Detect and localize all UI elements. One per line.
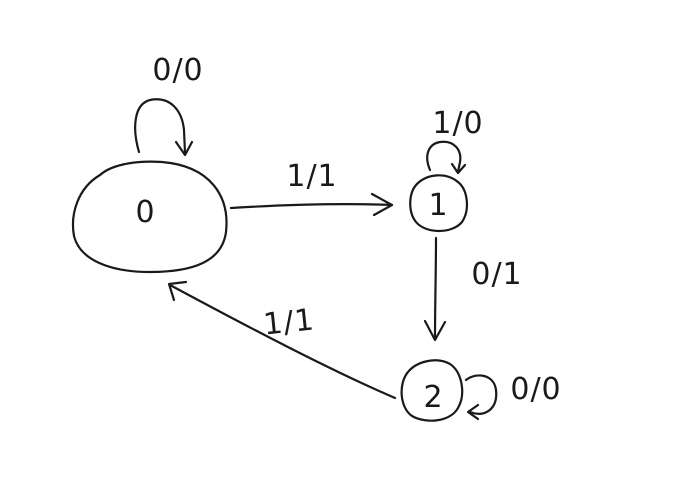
arrow-0-to-1 <box>229 203 394 210</box>
state-2-outline <box>400 359 464 422</box>
transition-0-1-label: 1/1 <box>286 159 337 194</box>
arrow-1-to-2-head <box>423 319 447 342</box>
self-loop-0-arrow <box>134 98 187 155</box>
arrow-0-to-1-head <box>370 192 394 217</box>
state-1: 1 <box>409 174 468 233</box>
transition-2-2: 0/0 <box>464 372 561 421</box>
transition-0-0-label: 0/0 <box>152 53 203 88</box>
self-loop-2-arrowhead <box>466 403 480 421</box>
transition-1-2: 0/1 <box>423 236 522 342</box>
transition-1-2-label: 0/1 <box>471 257 522 292</box>
transition-0-1: 1/1 <box>229 159 394 217</box>
self-loop-1-arrowhead <box>450 162 467 175</box>
state-0-outline <box>72 160 228 274</box>
self-loop-1-arrow <box>426 140 462 174</box>
transition-1-1: 1/0 <box>426 106 483 175</box>
self-loop-0-arrowhead <box>174 140 194 157</box>
transition-0-0: 0/0 <box>134 53 203 157</box>
self-loop-2-arrow <box>464 374 498 415</box>
state-0-label: 0 <box>135 195 154 230</box>
transition-1-1-label: 1/0 <box>432 106 483 141</box>
transition-2-2-label: 0/0 <box>510 372 561 407</box>
state-0: 0 <box>72 160 228 274</box>
arrow-1-to-2 <box>433 236 438 340</box>
state-2-label: 2 <box>423 380 442 415</box>
arrow-2-to-0-head <box>167 280 188 302</box>
arrow-2-to-0 <box>168 283 397 400</box>
state-2: 2 <box>400 359 464 422</box>
transition-2-0: 1/1 <box>167 280 397 400</box>
transition-2-0-label: 1/1 <box>262 302 317 342</box>
state-1-outline <box>409 174 468 233</box>
state-1-label: 1 <box>428 188 447 223</box>
